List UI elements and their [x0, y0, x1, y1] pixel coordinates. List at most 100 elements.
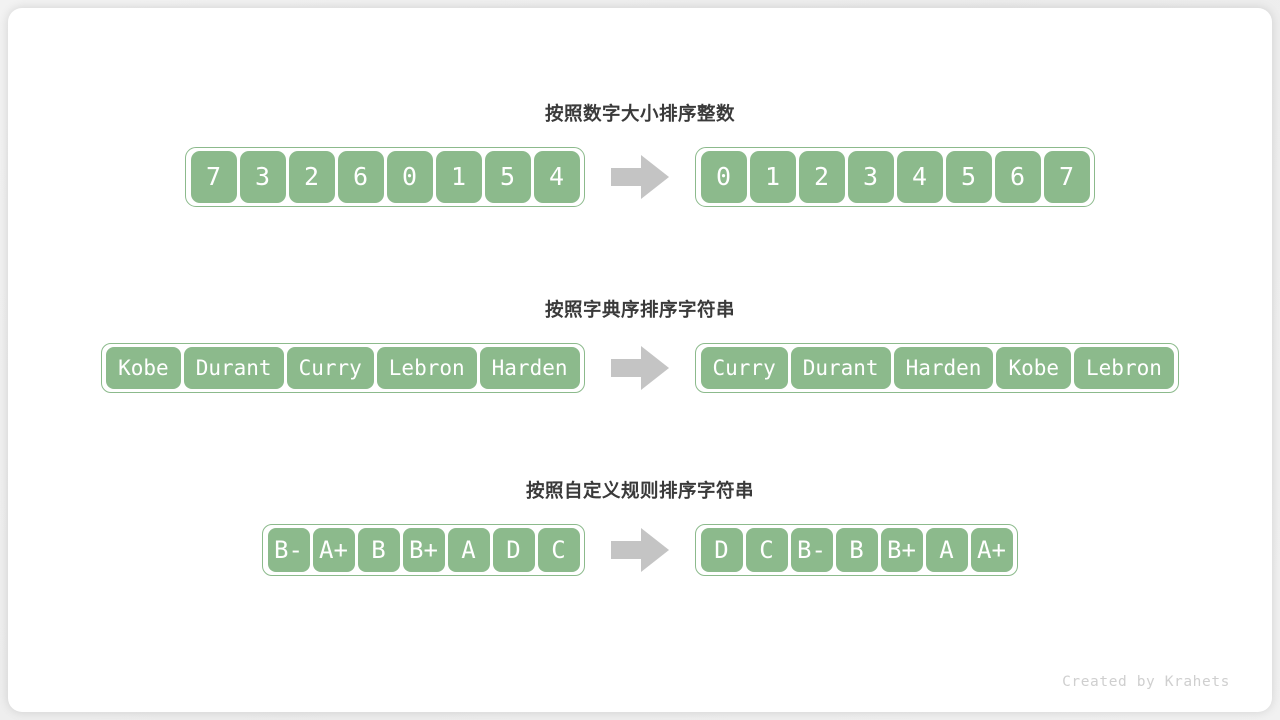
- credit-text: Created by Krahets: [1062, 674, 1230, 690]
- array-cell-slot: C: [744, 527, 789, 572]
- array-cell-slot: 2: [797, 150, 846, 203]
- string-output-cell: Harden: [893, 346, 994, 389]
- array-cell-slot: 0: [385, 150, 434, 203]
- section-title-lexicographic: 按照字典序排序字符串: [544, 300, 735, 321]
- array-cell-slot: Kobe: [105, 346, 183, 389]
- array-cell-slot: Durant: [182, 346, 285, 389]
- array-cell-slot: D: [699, 527, 744, 572]
- array-cell-slot: 5: [944, 150, 993, 203]
- grade-output-cell: B+: [880, 527, 923, 572]
- integer-output-cell: 6: [994, 150, 1041, 203]
- integer-input-cell: 6: [337, 150, 384, 203]
- array-cell-slot: 2: [287, 150, 336, 203]
- grade-output-cell: A: [925, 527, 968, 572]
- integer-output-cell: 4: [896, 150, 943, 203]
- string-input-cell: Durant: [183, 346, 284, 389]
- grade-input-cell: B+: [402, 527, 445, 572]
- array-cell-slot: Lebron: [1073, 346, 1176, 389]
- array-cell-slot: 3: [846, 150, 895, 203]
- array-cell-slot: A+: [311, 527, 356, 572]
- integer-output-cell: 2: [798, 150, 845, 203]
- string-output-cell: Curry: [700, 346, 788, 389]
- arrow-head: [641, 527, 669, 572]
- string-input-cell: Curry: [286, 346, 374, 389]
- integer-output-cell: 5: [945, 150, 992, 203]
- array-cell-slot: A: [924, 527, 969, 572]
- array-cell-slot: C: [536, 527, 581, 572]
- grade-input-cell: D: [492, 527, 535, 572]
- arrow-shaft: [611, 167, 645, 186]
- grade-input-cell: B-: [267, 527, 310, 572]
- integer-input-cell: 4: [533, 150, 580, 203]
- grade-output-cell: D: [700, 527, 743, 572]
- array-cell-slot: Harden: [892, 346, 995, 389]
- integer-output-cell: 3: [847, 150, 894, 203]
- grade-input-cell: B: [357, 527, 400, 572]
- integer-input-cell: 5: [484, 150, 531, 203]
- array-cell-slot: Kobe: [995, 346, 1073, 389]
- grade-output-cell: B-: [790, 527, 833, 572]
- array-cell-slot: 3: [238, 150, 287, 203]
- array-cell-slot: A: [446, 527, 491, 572]
- array-cell-slot: 1: [748, 150, 797, 203]
- string-output-cell: Kobe: [996, 346, 1072, 389]
- array-cell-slot: 5: [483, 150, 532, 203]
- array-cell-slot: Lebron: [375, 346, 478, 389]
- array-cell-slot: Durant: [789, 346, 892, 389]
- array-cell-slot: D: [491, 527, 536, 572]
- array-cell-slot: Curry: [285, 346, 375, 389]
- grade-input-cell: A: [447, 527, 490, 572]
- integer-output-cell: 1: [749, 150, 796, 203]
- array-cell-slot: B-: [266, 527, 311, 572]
- array-cell-slot: Curry: [699, 346, 789, 389]
- grade-output-cell: A+: [970, 527, 1013, 572]
- array-cell-slot: B: [834, 527, 879, 572]
- array-cell-slot: A+: [969, 527, 1014, 572]
- string-output-cell: Lebron: [1074, 346, 1174, 389]
- integer-output-cell: 7: [1043, 150, 1090, 203]
- arrow-shaft: [611, 540, 645, 559]
- integer-input-cell: 7: [190, 150, 237, 203]
- array-cell-slot: 4: [895, 150, 944, 203]
- section-title-custom-rule: 按照自定义规则排序字符串: [525, 481, 754, 502]
- array-cell-slot: 4: [532, 150, 581, 203]
- grade-output-cell: C: [745, 527, 788, 572]
- right-arrow-icon: [585, 527, 695, 572]
- grade-output-cell: B: [835, 527, 878, 572]
- integer-input-cell: 2: [288, 150, 335, 203]
- string-input-cell: Harden: [479, 346, 580, 389]
- array-cell-slot: B-: [789, 527, 834, 572]
- array-cell-slot: B+: [879, 527, 924, 572]
- integer-input-cell: 1: [435, 150, 482, 203]
- arrow-head: [641, 154, 669, 199]
- grade-input-cell: C: [537, 527, 580, 572]
- integer-input-cell: 0: [386, 150, 433, 203]
- integer-output-cell: 0: [700, 150, 747, 203]
- string-input-cell: Kobe: [106, 346, 181, 389]
- arrow-head: [641, 345, 669, 390]
- section-title-integers: 按照数字大小排序整数: [544, 104, 735, 125]
- array-cell-slot: 7: [1042, 150, 1091, 203]
- string-output-cell: Durant: [790, 346, 891, 389]
- array-cell-slot: 6: [336, 150, 385, 203]
- right-arrow-icon: [585, 345, 695, 390]
- array-cell-slot: 0: [699, 150, 748, 203]
- array-cell-slot: 7: [189, 150, 238, 203]
- array-cell-slot: 6: [993, 150, 1042, 203]
- array-cell-slot: 1: [434, 150, 483, 203]
- string-input-cell: Lebron: [376, 346, 477, 389]
- array-cell-slot: B+: [401, 527, 446, 572]
- array-cell-slot: B: [356, 527, 401, 572]
